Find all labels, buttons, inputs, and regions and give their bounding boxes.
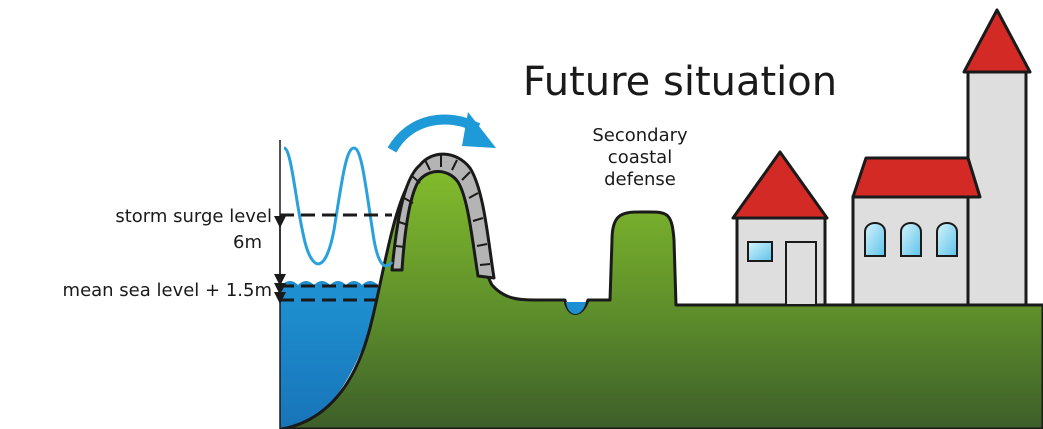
ditch-water	[566, 302, 586, 314]
church-hall-roof	[851, 156, 982, 199]
house	[731, 150, 829, 307]
dike-stone-revetment	[390, 152, 496, 280]
house-window	[747, 241, 773, 262]
sea-surface-waves	[282, 281, 378, 300]
secondary-defense-label: Secondary coastal defense	[592, 125, 688, 190]
church	[851, 8, 1032, 307]
sea-water	[280, 300, 380, 429]
secondary-defense-line-3: defense	[604, 169, 676, 190]
mean-sea-level-label: mean sea level + 1.5m	[63, 280, 272, 301]
diagram-title: Future situation	[523, 59, 837, 105]
storm-surge-level-label: storm surge level	[115, 206, 272, 227]
curved-arrow-icon	[387, 112, 496, 153]
storm-wave-line	[283, 146, 394, 268]
house-roof	[731, 150, 829, 220]
secondary-defense-line-2: coastal	[608, 147, 672, 168]
storm-surge-height-label: 6m	[233, 232, 262, 253]
house-door	[785, 241, 817, 306]
church-windows	[864, 222, 958, 257]
secondary-defense-line-1: Secondary	[592, 125, 688, 146]
church-tower-roof	[962, 8, 1032, 74]
